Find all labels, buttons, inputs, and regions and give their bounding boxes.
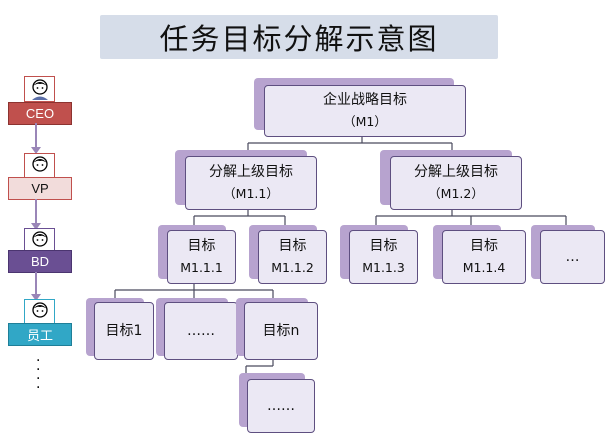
node-target-1-label: 目标1	[105, 323, 143, 339]
person-avatar-icon	[32, 302, 48, 318]
vp-label: VP	[8, 177, 72, 200]
vp-avatar	[24, 153, 55, 179]
node-m1-1-2-label: 目标	[278, 238, 307, 254]
diagram-title: 任务目标分解示意图	[100, 15, 498, 59]
node-more-level4-label: ……	[267, 398, 295, 414]
node-target-n-label: 目标n	[262, 323, 300, 339]
node-m1-2-label: 分解上级目标	[414, 164, 498, 180]
node-more-level2-label: …	[565, 249, 580, 265]
node-m1-1-2-code: M1.1.2	[271, 260, 314, 275]
node-m1-1-4-code: M1.1.4	[462, 260, 506, 275]
node-m1-2-code: （M1.2）	[428, 186, 484, 201]
arrow-down-icon	[31, 272, 41, 301]
node-m1-1-1-code: M1.1.1	[180, 260, 223, 275]
continuation-dots: ····	[36, 353, 41, 396]
person-avatar-icon	[32, 79, 48, 100]
node-root-label: 企业战略目标	[323, 92, 407, 108]
staff-avatar	[24, 299, 55, 325]
node-m1-1-4-label: 目标	[470, 238, 498, 254]
staff-label: 员工	[8, 323, 72, 346]
person-avatar-icon	[32, 231, 48, 247]
ceo-label: CEO	[8, 102, 72, 125]
node-m1-1-3-code: M1.1.3	[362, 260, 405, 275]
bd-label: BD	[8, 250, 72, 273]
node-m1-1-label: 分解上级目标	[209, 164, 293, 180]
arrow-down-icon	[31, 123, 41, 154]
node-more-level3-label: ……	[187, 323, 215, 339]
node-root-code: （M1）	[343, 114, 387, 129]
person-avatar-icon	[32, 156, 48, 172]
node-m1-1-code: （M1.1）	[223, 186, 279, 201]
node-m1-1-1-label: 目标	[187, 238, 216, 254]
node-m1-1-3-label: 目标	[369, 238, 398, 254]
ceo-avatar	[24, 76, 55, 102]
arrow-down-icon	[31, 199, 41, 230]
bd-avatar	[24, 228, 55, 254]
